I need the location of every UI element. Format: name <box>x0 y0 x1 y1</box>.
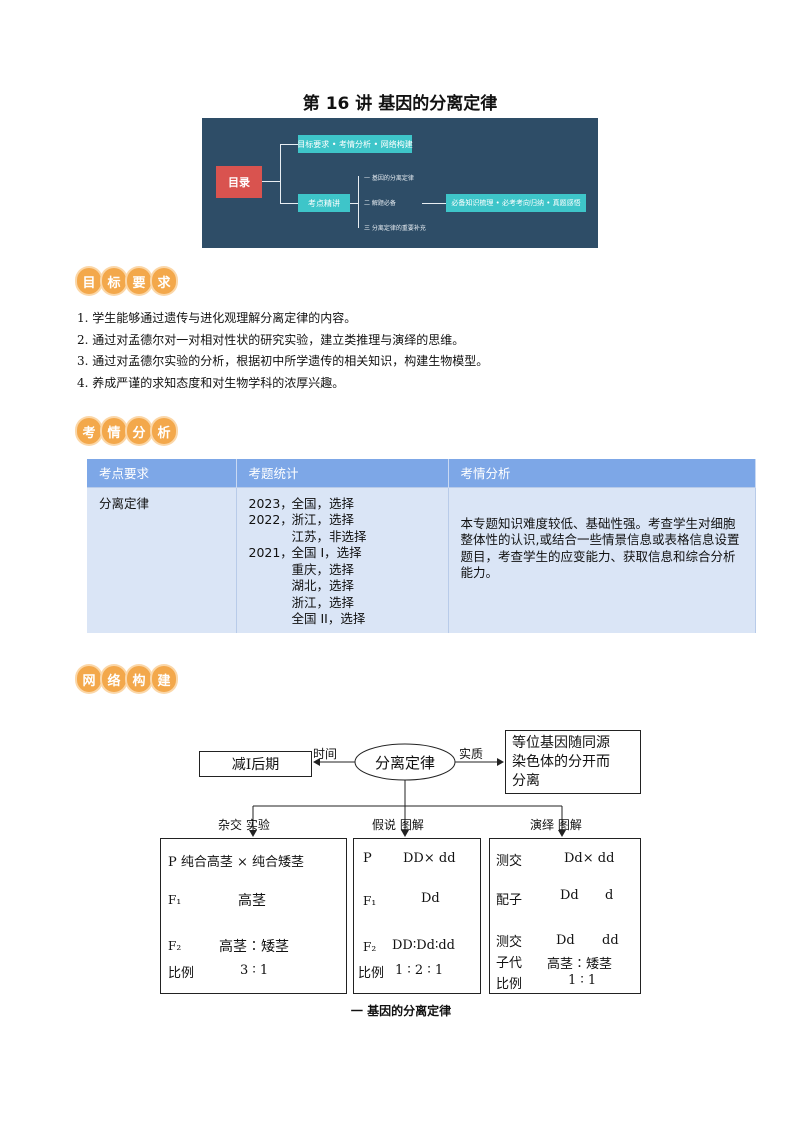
branch-label-hybrid: 杂交 实验 <box>218 818 270 832</box>
essence-label: 实质 <box>459 747 484 761</box>
diagram-center: 分离定律 <box>374 754 435 772</box>
box3-cross-label: 测交 <box>496 854 523 869</box>
toc-graphic: 目录 目标要求 • 考情分析 • 网络构建 考点精讲 一 基因的分离定律 二 解… <box>202 118 598 248</box>
box3-ratio-value: 1 ∶ 1 <box>568 973 597 988</box>
box1-ratio-label: 比例 <box>168 966 195 981</box>
toc-sub-item: 一 基因的分离定律 <box>364 175 414 182</box>
box3-cross-value: Dd× dd <box>564 851 615 866</box>
hypothesis-diagram-box <box>353 838 481 994</box>
box2-ratio-label: 比例 <box>358 966 385 981</box>
box1-f1-value: 高茎 <box>238 893 266 909</box>
table-header: 考题统计 <box>236 459 449 487</box>
branch-label-deduction: 演绎 图解 <box>530 818 582 832</box>
box2-f2-value: DD∶Dd∶dd <box>392 938 456 953</box>
box3-gamete-label: 配子 <box>496 893 523 908</box>
essence-box <box>505 730 641 794</box>
box3-offspring-right: dd <box>602 933 619 948</box>
toc-sub-item: 二 解题必备 <box>364 200 396 207</box>
time-label: 时间 <box>313 747 338 761</box>
box2-f1-label: F₁ <box>363 894 377 908</box>
section-badge-network: 网 络 构 建 <box>77 666 176 692</box>
diagram-caption: 一 基因的分离定律 <box>350 1004 452 1018</box>
box2-f1-value: Dd <box>421 891 440 906</box>
goal-item: 2. 通过对孟德尔对一对相对性状的研究实验，建立类推理与演绎的思维。 <box>77 332 465 347</box>
section-badge-analysis: 考 情 分 析 <box>77 418 176 444</box>
time-value: 减Ⅰ后期 <box>231 757 280 773</box>
box1-f1-label: F₁ <box>168 893 182 907</box>
toc-branch-goals: 目标要求 • 考情分析 • 网络构建 <box>297 135 413 153</box>
box1-p-row: P 纯合高茎 × 纯合矮茎 <box>168 855 305 870</box>
box2-p-label: P <box>363 851 372 866</box>
stats-cell: 2023，全国，选择 2022，浙江，选择 江苏，非选择 2021，全国 I，选… <box>236 486 449 633</box>
toc-branch-knowledge: 必备知识梳理 • 必考考向归纳 • 真题感悟 <box>446 194 586 212</box>
branch-label-hypothesis: 假说 图解 <box>372 818 424 832</box>
box1-f2-value: 高茎∶矮茎 <box>219 939 289 955</box>
table-row: 分离定律 2023，全国，选择 2022，浙江，选择 江苏，非选择 2021，全… <box>87 486 756 633</box>
table-header: 考情分析 <box>448 459 756 487</box>
exam-analysis-table: 考点要求 考题统计 考情分析 分离定律 2023，全国，选择 2022，浙江，选… <box>87 459 756 633</box>
box2-f2-label: F₂ <box>363 940 377 954</box>
goals-list: 1. 学生能够通过遗传与进化观理解分离定律的内容。 2. 通过对孟德尔对一对相对… <box>77 308 488 394</box>
box3-offspring-label: 测交 子代 比例 <box>496 935 523 992</box>
section-badge-goals: 目 标 要 求 <box>77 268 176 294</box>
deduction-diagram-box <box>489 838 641 994</box>
goal-item: 4. 养成严谨的求知态度和对生物学科的浓厚兴趣。 <box>77 375 345 390</box>
topic-cell: 分离定律 <box>87 486 237 633</box>
toc-sub-item: 三 分离定律的重要补充 <box>364 225 426 232</box>
box2-ratio-value: 1 ∶ 2 ∶ 1 <box>395 963 444 978</box>
box3-gamete-left: Dd <box>560 888 579 903</box>
box1-f2-label: F₂ <box>168 939 182 953</box>
goal-item: 3. 通过对孟德尔实验的分析，根据初中所学遗传的相关知识，构建生物模型。 <box>77 354 489 368</box>
toc-branch-points: 考点精讲 <box>298 194 350 212</box>
box1-ratio-value: 3 ∶ 1 <box>240 963 269 978</box>
box3-gamete-right: d <box>605 888 614 903</box>
page-title: 第 16 讲 基因的分离定律 <box>302 94 498 114</box>
table-header: 考点要求 <box>87 459 237 487</box>
time-box <box>199 751 312 777</box>
goal-item: 1. 学生能够通过遗传与进化观理解分离定律的内容。 <box>77 311 357 325</box>
box3-offspring-pheno: 高茎∶矮茎 <box>547 957 613 972</box>
analysis-cell: 本专题知识难度较低、基础性强。考查学生对细胞整体性的认识,或结合一些情景信息或表… <box>448 486 756 633</box>
box2-p-value: DD× dd <box>403 851 456 866</box>
box3-offspring-left: Dd <box>556 933 575 948</box>
hybrid-experiment-box <box>160 838 347 994</box>
essence-text: 等位基因随同源 染色体的分开而 分离 <box>512 735 610 789</box>
toc-root: 目录 <box>216 166 262 198</box>
